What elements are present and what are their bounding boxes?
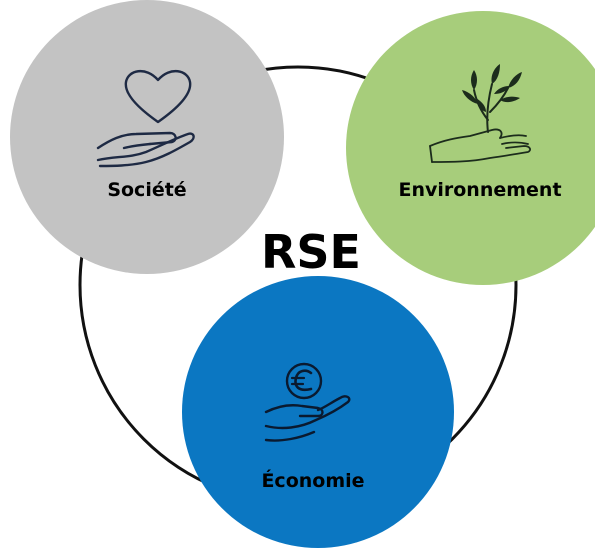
euro-coin-icon [285, 362, 323, 400]
economie-label: Économie [261, 469, 364, 492]
pillar-economie: Économie [182, 276, 454, 548]
environnement-circle [346, 11, 595, 285]
plant-in-hand-icon [429, 64, 531, 163]
center-label-rse: RSE [261, 225, 361, 279]
societe-label: Société [107, 179, 186, 201]
environnement-label: Environnement [398, 179, 561, 201]
economie-circle [182, 276, 454, 548]
heart-in-hand-icon [96, 70, 195, 168]
euro-coin-in-hand-icon [264, 362, 351, 442]
pillar-societe: Société [10, 0, 284, 274]
pillar-environnement: Environnement [346, 11, 595, 285]
societe-circle [10, 0, 284, 274]
